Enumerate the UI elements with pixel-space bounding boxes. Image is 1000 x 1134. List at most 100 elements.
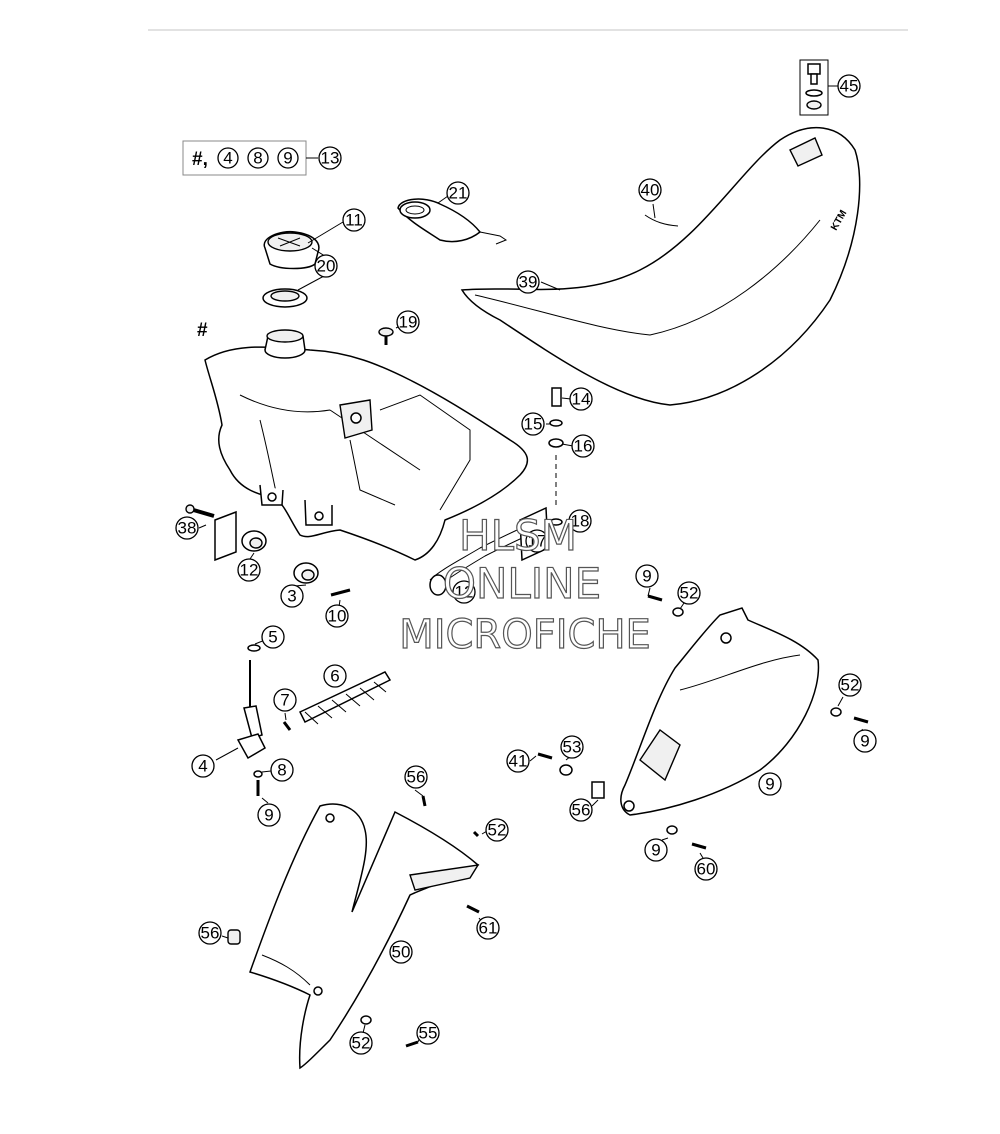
part-callout[interactable]: 60 — [694, 857, 718, 881]
part-callout[interactable]: 56 — [569, 798, 593, 822]
shroud-bolt-right[interactable] — [830, 707, 869, 724]
part-callout-label: 10 — [328, 607, 347, 626]
seat-bolt-kit[interactable] — [799, 59, 838, 116]
kit-legend-hash: #, — [192, 149, 208, 170]
part-callout-label: 41 — [509, 752, 528, 771]
part-callout[interactable]: 20 — [314, 254, 338, 278]
part-callout[interactable]: 16 — [571, 434, 595, 458]
part-callout-label: 4 — [198, 757, 207, 776]
kit-legend-item[interactable]: 4 — [217, 147, 239, 169]
part-callout-label: 12 — [455, 583, 474, 602]
part-callout[interactable]: 52 — [838, 673, 862, 697]
kit-legend: #, 4 8 9 13 — [182, 140, 342, 176]
part-callout[interactable]: 41 — [506, 749, 530, 773]
part-callout[interactable]: 50 — [389, 940, 413, 964]
part-callout[interactable]: 6 — [323, 664, 347, 688]
part-callout-label: 9 — [765, 775, 774, 794]
part-callout[interactable]: 61 — [476, 916, 500, 940]
watermark-line-1: HLSM — [459, 511, 577, 560]
part-callout[interactable]: 55 — [416, 1021, 440, 1045]
part-callout[interactable]: 19 — [396, 310, 420, 334]
fuel-cap[interactable] — [263, 230, 320, 270]
right-side-shroud[interactable] — [620, 607, 820, 816]
part-callout[interactable]: 56 — [404, 765, 428, 789]
part-callout[interactable]: 3 — [280, 584, 304, 608]
part-callout-label: 45 — [840, 77, 859, 96]
part-callout-label: 9 — [642, 567, 651, 586]
part-callout-label: 56 — [201, 924, 220, 943]
part-callout[interactable]: 9 — [257, 803, 281, 827]
kit-legend-item[interactable]: 9 — [277, 147, 299, 169]
part-callout[interactable]: 9 — [853, 729, 877, 753]
fuel-tank[interactable] — [204, 329, 529, 561]
svg-text:13: 13 — [321, 149, 340, 168]
part-callout[interactable]: 52 — [485, 818, 509, 842]
part-callout[interactable]: 12 — [237, 558, 261, 582]
fuel-hose[interactable] — [298, 671, 392, 725]
part-callout[interactable]: 56 — [198, 921, 222, 945]
part-callout-label: 7 — [280, 691, 289, 710]
part-callout-label: 16 — [574, 437, 593, 456]
left-side-shroud[interactable] — [249, 803, 480, 1070]
part-callout[interactable]: 17 — [525, 529, 549, 553]
part-callout-label: 56 — [407, 768, 426, 787]
shroud-bolt-lower[interactable] — [666, 825, 707, 850]
rubber-grommet-2[interactable] — [293, 562, 319, 584]
part-callout[interactable]: 15 — [521, 412, 545, 436]
part-callout-label: 39 — [519, 273, 538, 292]
part-callout-label: 20 — [317, 257, 336, 276]
svg-text:9: 9 — [283, 149, 292, 168]
part-callout[interactable]: 52 — [677, 581, 701, 605]
part-callout[interactable]: 11 — [342, 208, 366, 232]
part-callout[interactable]: 9 — [644, 838, 668, 862]
part-callout[interactable]: 18 — [568, 509, 592, 533]
seat[interactable]: KTM — [460, 126, 861, 406]
part-callout[interactable]: 45 — [837, 74, 861, 98]
part-callout-label: 55 — [419, 1024, 438, 1043]
part-callout[interactable]: 21 — [446, 181, 470, 205]
part-callout[interactable]: 9 — [758, 772, 782, 796]
part-callout-label: 52 — [680, 584, 699, 603]
part-callout-label: 38 — [178, 519, 197, 538]
left-shroud-screws[interactable] — [227, 795, 480, 1048]
part-callout[interactable]: 14 — [569, 387, 593, 411]
seat-bolt-stack[interactable] — [548, 387, 564, 526]
part-callout[interactable]: 38 — [175, 516, 199, 540]
part-callout[interactable]: 8 — [270, 758, 294, 782]
fuel-tap[interactable] — [236, 644, 292, 796]
strap[interactable] — [397, 198, 508, 245]
part-callout-label: 52 — [488, 821, 507, 840]
watermark-line-2: ONLINE — [443, 559, 601, 608]
part-callout[interactable]: 52 — [349, 1031, 373, 1055]
kit-legend-item[interactable]: 8 — [247, 147, 269, 169]
part-callout-label: 12 — [240, 561, 259, 580]
kit-number-callout[interactable]: 13 — [318, 146, 342, 170]
part-callout-label: 40 — [641, 181, 660, 200]
part-callout[interactable]: 5 — [261, 625, 285, 649]
watermark: HLSM ONLINE MICROFICHE — [399, 510, 652, 658]
cap-gasket[interactable] — [262, 288, 308, 308]
tank-bolt[interactable] — [185, 504, 237, 562]
shroud-clip[interactable] — [537, 752, 605, 799]
part-callout[interactable]: 40 — [638, 178, 662, 202]
part-callout-label: 9 — [264, 806, 273, 825]
part-callout-label: 15 — [524, 415, 543, 434]
part-callout[interactable]: 10 — [325, 604, 349, 628]
part-callout-label: 14 — [572, 390, 591, 409]
part-callout[interactable]: 53 — [560, 735, 584, 759]
part-callout[interactable]: 9 — [635, 564, 659, 588]
part-callout-label: 60 — [697, 860, 716, 879]
grommet-bolt[interactable] — [330, 588, 351, 597]
part-callout[interactable]: 39 — [516, 270, 540, 294]
shroud-bolt-upper[interactable] — [647, 594, 684, 617]
part-callout-label: 61 — [479, 919, 498, 938]
rubber-grommet-1[interactable] — [241, 530, 267, 552]
svg-text:8: 8 — [253, 149, 262, 168]
vent-bolt[interactable] — [378, 327, 394, 345]
part-callout[interactable]: 7 — [273, 688, 297, 712]
part-callout[interactable]: 12 — [452, 580, 476, 604]
part-callout[interactable]: 4 — [191, 754, 215, 778]
part-callout-label: 17 — [528, 532, 547, 551]
